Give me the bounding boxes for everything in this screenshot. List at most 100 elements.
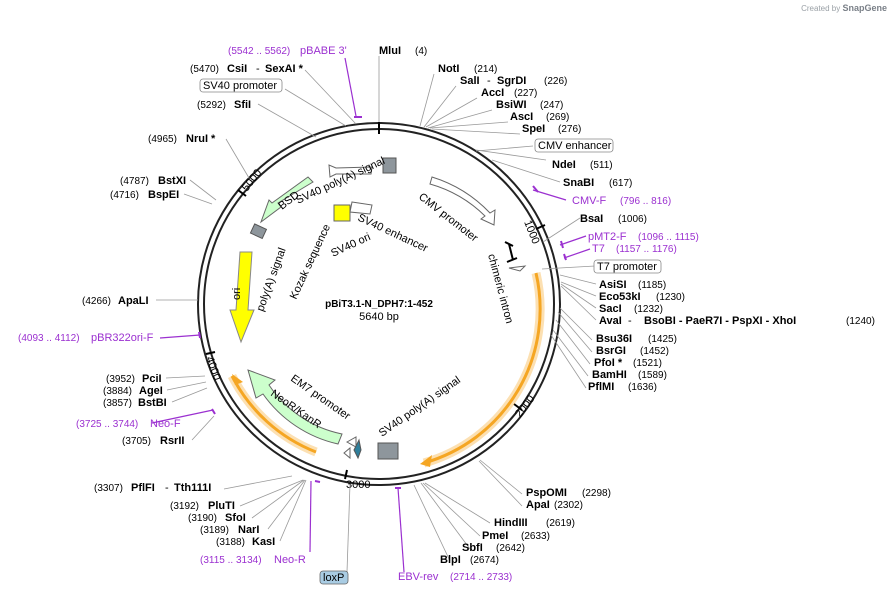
site-sali-pos: (226)	[544, 76, 567, 87]
site-kasi: KasI	[252, 536, 275, 548]
primer-pmt2f-name: pMT2-F	[588, 231, 627, 243]
orange-arrowhead-left	[232, 374, 243, 385]
site-pflmi-pos: (1636)	[628, 382, 657, 393]
primer-pbr322orif-name: pBR322ori-F	[91, 332, 154, 344]
sv40-enhancer-arrow	[349, 201, 373, 215]
site-bsai: BsaI	[580, 213, 603, 225]
primer-t7-name: T7	[592, 243, 605, 255]
primer-lines	[151, 57, 591, 573]
primer-neof-pos: (3725 .. 3744)	[76, 419, 138, 430]
site-noti: NotI	[438, 63, 459, 75]
site-pcii-pos: (3952)	[106, 374, 135, 385]
site-bstxi: BstXI	[158, 175, 186, 187]
site-sbfi: SbfI	[462, 542, 483, 554]
tick-1000	[535, 224, 546, 230]
site-sexai: SexAI *	[265, 63, 304, 75]
sv40-promoter-label: SV40 promoter	[203, 80, 277, 92]
tick-3000	[344, 469, 348, 480]
site-bsai-pos: (1006)	[618, 214, 647, 225]
tick-label-4000: 4000	[203, 355, 223, 382]
kozak-label: Kozak sequence	[288, 222, 333, 301]
site-snabi: SnaBI	[563, 177, 594, 189]
site-pflfi: PflFI	[131, 482, 155, 494]
site-apali-pos: (4266)	[82, 296, 111, 307]
primer-ebvrev-pos: (2714 .. 2733)	[450, 572, 512, 583]
orange-feature-arc-right	[423, 272, 542, 465]
site-pspomi: PspOMI	[526, 487, 567, 499]
site-bsu36i-pos: (1425)	[648, 334, 677, 345]
site-ndei: NdeI	[552, 159, 576, 171]
tick-5000	[237, 189, 247, 197]
site-pflfi-pos: (3307)	[94, 483, 123, 494]
snapgene-branding: Created by SnapGene	[801, 3, 887, 13]
site-avai: AvaI	[599, 315, 622, 327]
site-mlui: MluI	[379, 45, 401, 57]
t7-promoter-box	[593, 259, 662, 274]
bsd-label: BSD	[276, 189, 301, 212]
chimeric-intron-mark	[504, 241, 518, 263]
site-ndei-pos: (511)	[590, 160, 613, 171]
site-sfii-pos: (5292)	[197, 100, 226, 111]
site-bstbi: BstBI	[138, 397, 167, 409]
site-acci-pos: (227)	[514, 88, 537, 99]
site-pluti-pos: (3192)	[170, 501, 199, 512]
kozak-feature	[333, 204, 351, 222]
site-bamhi-pos: (1589)	[638, 370, 667, 381]
site-asisi: AsiSI	[599, 279, 627, 291]
gray-feature-top	[382, 157, 397, 174]
site-sfoi-pos: (3190)	[188, 513, 217, 524]
chimeric-intron-label: chimeric intron	[485, 253, 515, 325]
site-asisi-pos: (1185)	[638, 280, 666, 291]
site-csii-dash: -	[256, 63, 260, 75]
site-avai-dash: -	[628, 315, 632, 327]
site-hindiii: HindIII	[494, 517, 528, 529]
site-eco53ki-pos: (1230)	[656, 292, 685, 303]
primer-pbabe3-pos: (5542 .. 5562)	[228, 46, 290, 57]
site-bspei: BspEI	[148, 189, 179, 201]
gray-feature-left	[249, 223, 268, 240]
site-mlui-pos: (4)	[415, 46, 427, 57]
gray-feature-bottom	[377, 442, 399, 460]
primer-pbr322orif-pos: (4093 .. 4112)	[18, 333, 80, 344]
site-acci: AccI	[481, 87, 504, 99]
site-sbfi-pos: (2642)	[496, 543, 525, 554]
loxp-box	[319, 570, 349, 585]
tick-label-1000: 1000	[521, 219, 541, 246]
site-snabi-pos: (617)	[609, 178, 632, 189]
site-bsu36i: Bsu36I	[596, 333, 632, 345]
orange-arrowhead-right	[420, 455, 432, 467]
tick-label-5000: 5000	[240, 167, 265, 194]
site-rsrii-pos: (3705)	[122, 436, 151, 447]
site-agei: AgeI	[139, 385, 163, 397]
cmv-enhancer-box	[534, 138, 614, 153]
teal-feature	[353, 438, 362, 460]
cmv-promoter-arrow	[429, 176, 496, 226]
leader-lines	[156, 56, 597, 573]
site-nari-pos: (3189)	[200, 525, 229, 536]
sv40-ori-label: SV40 ori	[329, 231, 372, 260]
site-bsrgi: BsrGI	[596, 345, 626, 357]
sv40-polya-top-arrow	[328, 164, 373, 178]
site-pmei-pos: (2633)	[521, 531, 550, 542]
site-agei-pos: (3884)	[103, 386, 132, 397]
site-asci: AscI	[510, 111, 533, 123]
site-noti-pos: (214)	[474, 64, 497, 75]
site-avai-extra: BsoBI - PaeR7I - PspXI - XhoI	[644, 315, 796, 327]
site-pfoi-pos: (1521)	[633, 358, 662, 369]
plasmid-length: 5640 bp	[359, 311, 399, 323]
loxp-label: loxP	[323, 572, 344, 584]
site-pspomi-pos: (2298)	[582, 488, 611, 499]
site-pcii: PciI	[142, 373, 162, 385]
site-blpi-pos: (2674)	[470, 555, 499, 566]
site-sfoi: SfoI	[225, 512, 246, 524]
site-saci: SacI	[599, 303, 622, 315]
small-white-arrow	[343, 446, 351, 460]
site-csii: CsiI	[227, 63, 247, 75]
created-by-text: Created by	[801, 4, 841, 13]
site-bsiwi-pos: (247)	[540, 100, 563, 111]
site-bsrgi-pos: (1452)	[640, 346, 669, 357]
chimeric-intron-arrow	[508, 265, 527, 272]
site-asci-pos: (269)	[546, 112, 569, 123]
primer-neor-name: Neo-R	[274, 554, 306, 566]
